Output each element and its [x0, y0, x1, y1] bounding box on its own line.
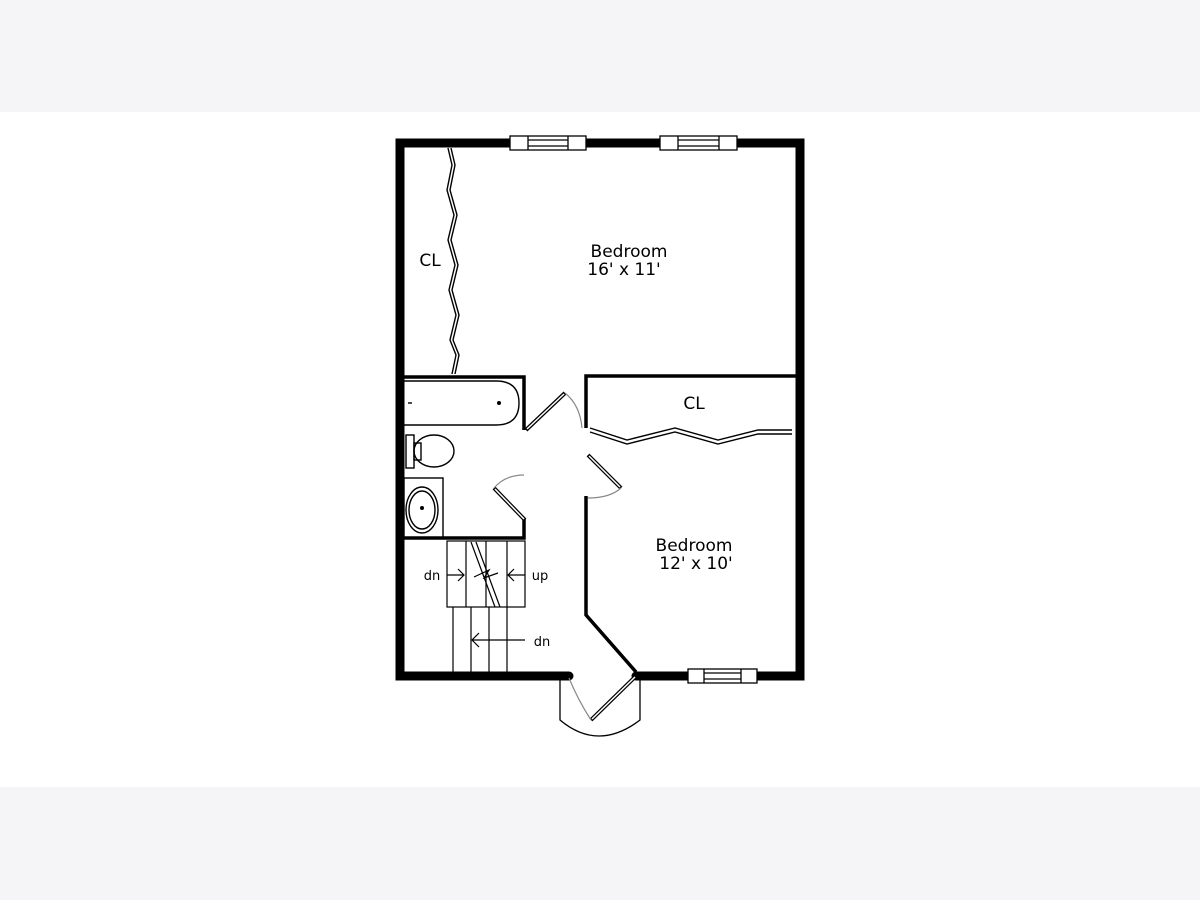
stairs-dn-label: dn: [424, 569, 441, 584]
windows: [509, 135, 758, 684]
sink: [405, 486, 439, 534]
bedroom-2-dimensions: 12' x 10': [659, 554, 732, 574]
outer-walls: [395, 138, 805, 681]
stairs-up-label: up: [532, 569, 549, 584]
bathroom-fixtures: [403, 380, 520, 539]
interior-walls: [404, 374, 796, 674]
bedroom-2-name: Bedroom: [656, 536, 733, 556]
labels: Bedroom 16' x 11' CL CL Bedroom 12' x 10…: [419, 242, 732, 650]
floorplan-canvas: [0, 112, 1200, 787]
closet-1-label: CL: [419, 251, 441, 271]
bedroom-1-name: Bedroom: [591, 242, 668, 262]
bathtub: [404, 380, 520, 426]
toilet-tank: [405, 434, 415, 469]
closet-2-label: CL: [683, 394, 705, 414]
doors: [492, 391, 641, 737]
closet-doors: [446, 147, 792, 445]
stairs-lower-dn-label: dn: [534, 635, 551, 650]
vanity: [403, 477, 444, 539]
toilet-bowl: [413, 434, 455, 468]
stairs: [446, 540, 526, 672]
bedroom-1-dimensions: 16' x 11': [587, 260, 660, 280]
